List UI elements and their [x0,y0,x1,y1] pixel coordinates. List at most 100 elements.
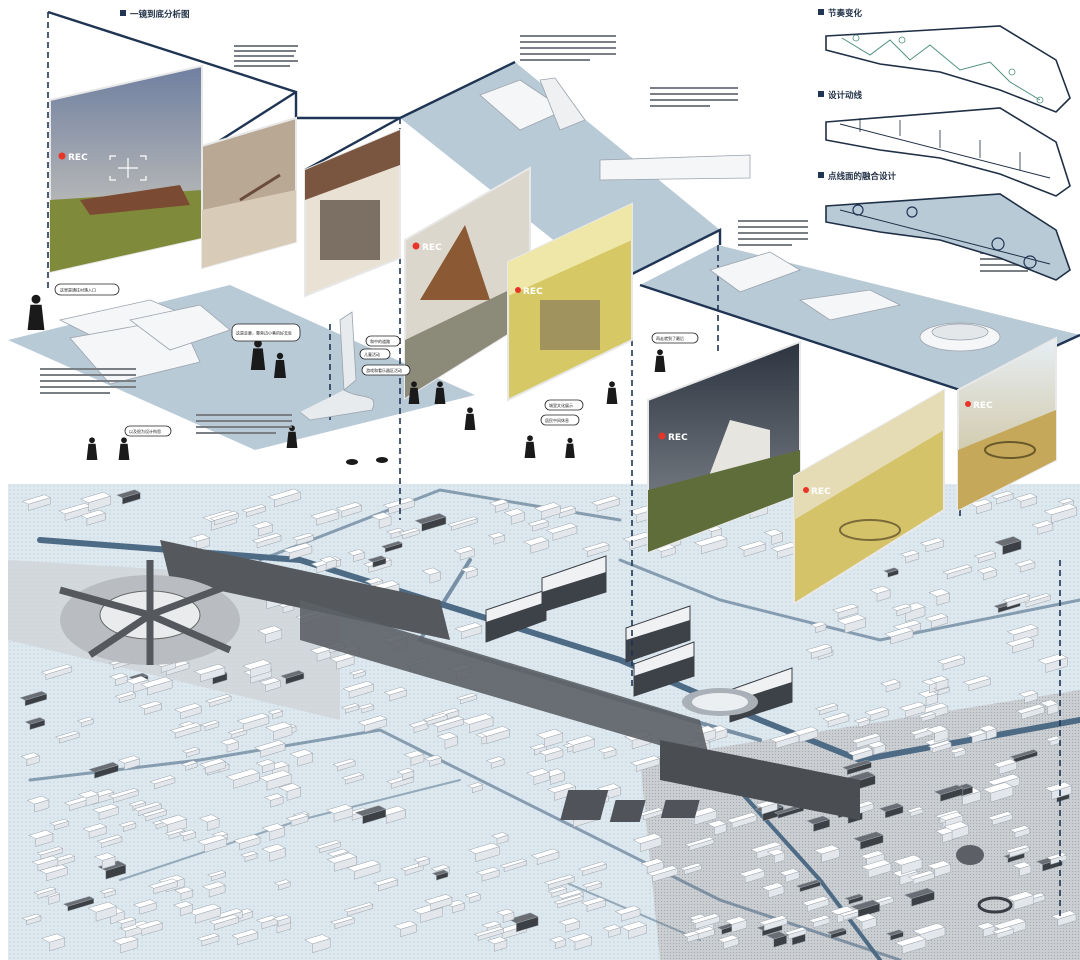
legend-square-icon [818,9,824,15]
person-body [408,387,420,404]
house-roof [273,879,291,886]
house-roof [461,713,494,725]
house-roof [263,793,284,801]
house-roof [879,679,901,687]
house-roof [1043,503,1078,516]
house-roof [917,711,937,718]
speech-bubble-9: 再走就到了最后 [651,332,699,344]
person-body [606,387,618,404]
house-roof [251,533,282,544]
house-roof [485,756,505,764]
house-roof [114,691,136,699]
house-roof [464,891,481,898]
house-roof [906,806,924,813]
house-roof [547,886,568,894]
svg-text:以及很为设计构思: 以及很为设计构思 [129,428,161,434]
house-roof [1037,653,1069,665]
house-roof [640,858,665,867]
legend-title-fusion: 点线面的融合设计 [828,171,897,182]
house-roof [481,920,502,929]
house-roof [31,855,59,866]
house-roof [938,811,964,821]
house-roof [990,490,1014,499]
house-roof [867,741,887,749]
house-roof [912,923,946,935]
house-roof [414,513,447,525]
house-roof [78,790,100,799]
house-roof [693,534,728,547]
house-roof [475,866,500,876]
house-roof [255,759,276,767]
house-roof [933,784,964,796]
rec-label: REC [811,487,831,497]
person-head [437,381,443,388]
house-roof [766,848,786,856]
house-roof [567,933,593,943]
house-roof [1018,689,1039,698]
camera-frame-7 [793,388,945,606]
house-roof [206,870,227,877]
house-roof [108,788,139,799]
house-roof [285,813,309,822]
house-roof [460,565,479,573]
house-roof [303,934,331,945]
house-roof [783,927,807,935]
house-roof [158,814,188,826]
people-silhouettes [27,294,666,465]
house-roof [258,677,281,686]
person-body [654,355,666,372]
house-roof [96,834,123,844]
house-roof [118,820,137,828]
svg-text:和中的道路: 和中的道路 [370,338,390,344]
person-body [434,387,446,404]
house-roof [258,770,292,782]
house-roof [431,869,449,876]
speech-bubbles: 这里是通往村落入口 这是走廊，靠旁边小巷的好去处 和中的道路 儿童活动 游戏和看… [54,283,699,437]
house-roof [169,722,202,734]
house-roof [737,540,767,551]
house-roof [503,508,526,517]
house-roof [558,917,581,926]
house-roof [1004,844,1031,854]
house-roof [326,852,358,864]
svg-text:儿童活动: 儿童活动 [364,351,380,357]
house-roof [242,659,272,670]
house-roof [346,859,381,872]
house-roof [763,528,784,537]
house-roof [878,802,904,812]
person-head [567,437,573,443]
svg-text:这是走廊，靠旁边小巷的好去处: 这是走廊，靠旁边小巷的好去处 [236,330,292,336]
house-roof [543,874,575,885]
house-roof [430,864,450,872]
house-roof [891,603,912,611]
house-roof [99,887,117,894]
house-roof [164,828,186,836]
house-roof [198,814,220,823]
house-roof [473,926,505,937]
house-roof [847,746,874,756]
house-roof [717,934,740,943]
legend-panel: 节奏变化 设计动线 点线面的融合设计 [818,8,1071,281]
house-roof [590,495,621,506]
house-roof [738,867,766,877]
house-roof [40,664,73,675]
rec-label: REC [523,287,543,297]
house-roof [598,746,617,754]
house-roof [565,735,596,746]
house-roof [582,880,603,888]
house-roof [431,716,465,727]
house-roof [1005,891,1035,902]
house-roof [907,870,935,880]
house-roof [343,902,374,913]
house-roof [826,927,847,935]
house-roof [549,936,567,943]
house-roof [467,842,501,854]
house-roof [423,894,453,905]
title-square-icon [120,10,126,16]
house-roof [1044,781,1073,792]
house-roof [1039,699,1059,707]
house-roof [853,913,877,923]
house-roof [92,803,119,814]
gray-district-buildings [560,790,1013,914]
